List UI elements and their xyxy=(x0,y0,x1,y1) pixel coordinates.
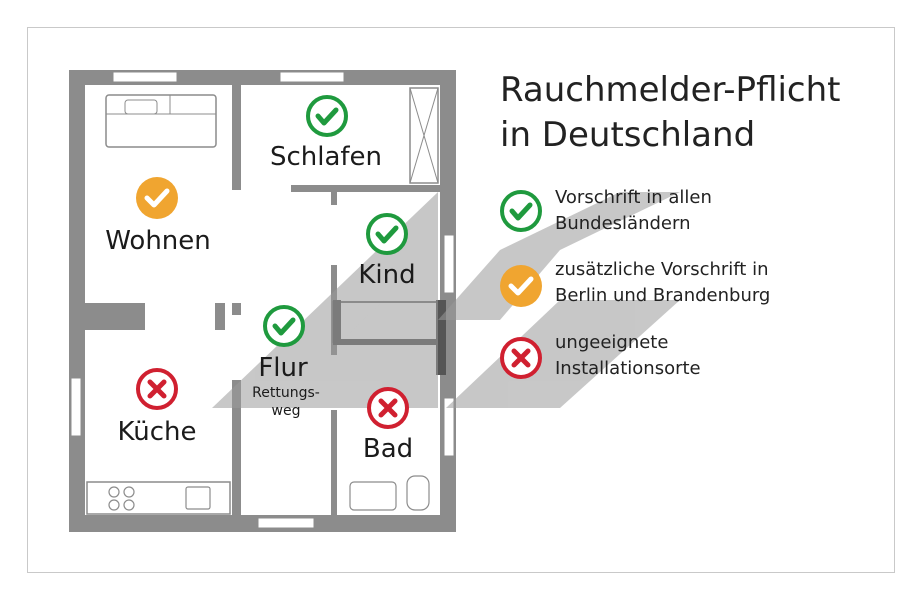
orange-check-icon xyxy=(136,177,178,219)
room-label-kind: Kind xyxy=(358,260,416,290)
window xyxy=(70,377,82,437)
legend-unsuitable-line1: ungeeignete xyxy=(555,332,669,353)
room-label-flur: Flur xyxy=(258,353,308,383)
image-frame xyxy=(27,27,895,573)
red-cross-icon xyxy=(136,368,178,410)
room-sublabel-rettungsweg: Rettungs- weg xyxy=(252,384,320,420)
legend-required-all-line1: Vorschrift in allen xyxy=(555,187,712,208)
bathtub xyxy=(349,481,397,511)
rettungsweg-line2: weg xyxy=(271,403,301,419)
window xyxy=(279,71,345,83)
legend-required-all-line2: Bundesländern xyxy=(555,213,691,234)
door-opening xyxy=(241,180,291,195)
room-label-wohnen: Wohnen xyxy=(105,226,211,256)
legend-required-all: Vorschrift in allen Bundesländern xyxy=(555,185,712,237)
page-title: Rauchmelder-Pflicht in Deutschland xyxy=(500,68,841,158)
room-label-bad: Bad xyxy=(362,434,414,464)
toilet xyxy=(406,475,430,511)
title-line2: in Deutschland xyxy=(500,115,756,155)
legend-unsuitable-line2: Installationsorte xyxy=(555,358,701,379)
legend-red-cross-icon xyxy=(500,337,542,379)
window xyxy=(443,234,455,294)
legend-green-check-icon xyxy=(500,190,542,232)
legend-unsuitable: ungeeignete Installationsorte xyxy=(555,330,701,382)
legend-orange-check-icon xyxy=(500,265,542,307)
legend-required-berlin-line2: Berlin und Brandenburg xyxy=(555,285,771,306)
door-opening xyxy=(331,205,341,265)
door-opening xyxy=(225,190,245,380)
red-cross-icon xyxy=(367,387,409,429)
room-label-kueche: Küche xyxy=(117,417,197,447)
door-opening xyxy=(145,303,215,330)
green-check-icon xyxy=(263,305,305,347)
room-label-schlafen: Schlafen xyxy=(269,142,383,172)
green-check-icon xyxy=(366,213,408,255)
legend-required-berlin-line1: zusätzliche Vorschrift in xyxy=(555,259,769,280)
window xyxy=(443,397,455,457)
green-check-icon xyxy=(306,95,348,137)
sofa xyxy=(105,94,217,148)
rettungsweg-line1: Rettungs- xyxy=(252,385,320,401)
window xyxy=(112,71,178,83)
window xyxy=(257,517,315,529)
title-line1: Rauchmelder-Pflicht xyxy=(500,70,841,110)
legend-required-berlin: zusätzliche Vorschrift in Berlin und Bra… xyxy=(555,257,770,309)
